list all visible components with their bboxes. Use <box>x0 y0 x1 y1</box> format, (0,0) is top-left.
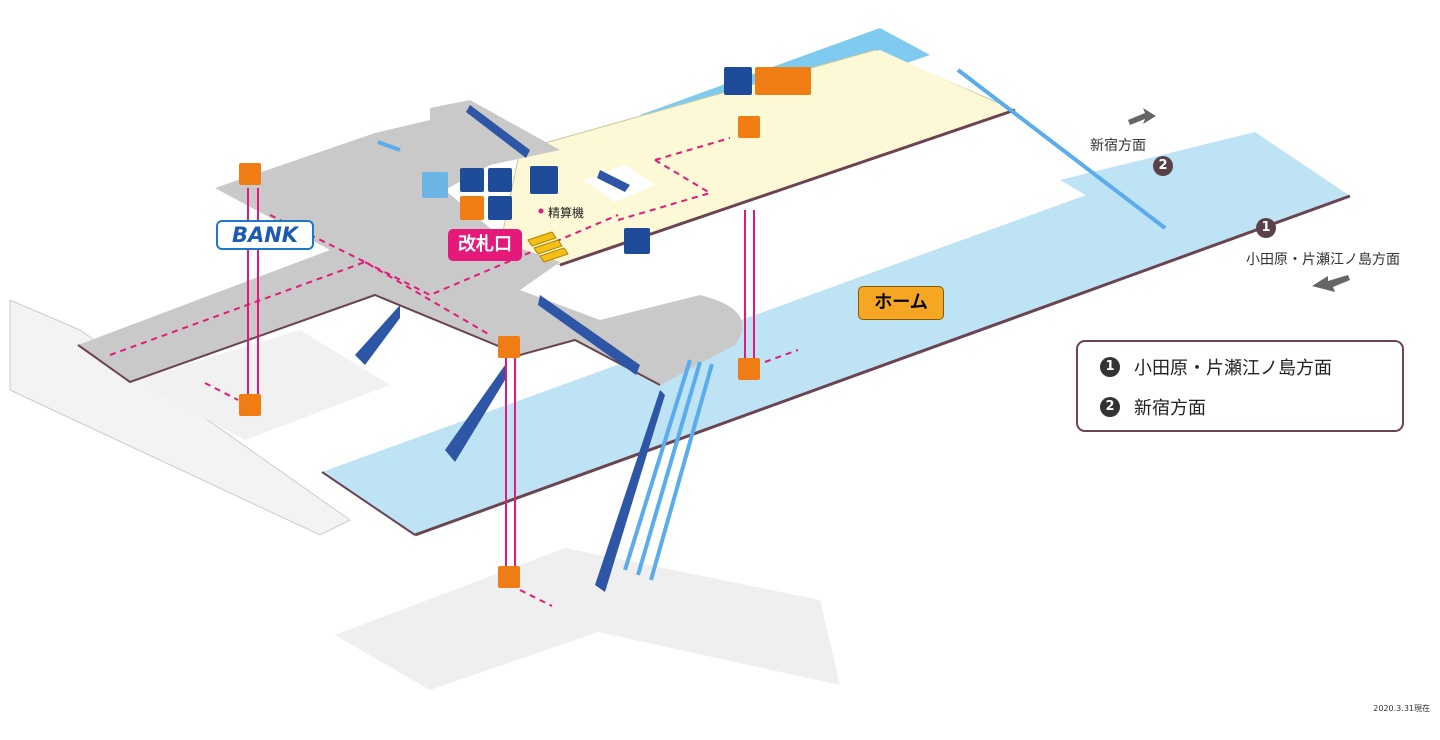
ticket-gates <box>527 231 569 263</box>
marker-one: 1 <box>1256 218 1276 238</box>
legend-number: 2 <box>1100 397 1120 417</box>
concourse-edge <box>77 293 661 386</box>
shinjuku-direction-label: 新宿方面 <box>1090 138 1146 154</box>
ic-card-icon <box>422 172 448 198</box>
marker-two: 2 <box>1153 156 1173 176</box>
station-staff-icon <box>530 166 558 194</box>
gate-label: 改札口 <box>448 229 522 261</box>
fare-adjustment-dot <box>538 208 544 214</box>
elevator-icon <box>239 67 811 588</box>
coin-locker-icon <box>624 228 650 254</box>
legend-number: 1 <box>1100 357 1120 377</box>
ticket-machine-icon <box>460 168 512 220</box>
stairs-icon <box>355 105 665 592</box>
legend-text: 新宿方面 <box>1134 398 1206 419</box>
toilet-icon <box>724 67 752 95</box>
legend-item: 1 小田原・片瀬江ノ島方面 <box>1100 354 1332 380</box>
date-stamp: 2020.3.31現在 <box>1373 704 1430 713</box>
odawara-direction-label: 小田原・片瀬江ノ島方面 <box>1246 252 1400 268</box>
platform-label: ホーム <box>858 286 944 320</box>
main-platform <box>322 190 1350 535</box>
legend-item: 2 新宿方面 <box>1100 394 1206 420</box>
street-area <box>9 299 351 536</box>
ground-shadow <box>335 548 840 690</box>
escalator-icon <box>377 68 1167 581</box>
fare-adjustment-label: 精算機 <box>548 206 585 220</box>
legend-text: 小田原・片瀬江ノ島方面 <box>1134 358 1332 379</box>
odawara-arrow-icon <box>1312 275 1350 292</box>
upper-platform <box>640 50 990 130</box>
direction-legend: 1 小田原・片瀬江ノ島方面 2 新宿方面 <box>1076 340 1404 432</box>
platform-edge-left <box>321 471 416 536</box>
concourse <box>78 100 743 385</box>
platform-edge <box>414 194 1351 537</box>
shinjuku-arrow-icon <box>1128 108 1156 125</box>
lower-floor <box>135 330 390 440</box>
bank-label: BANK <box>216 220 314 250</box>
